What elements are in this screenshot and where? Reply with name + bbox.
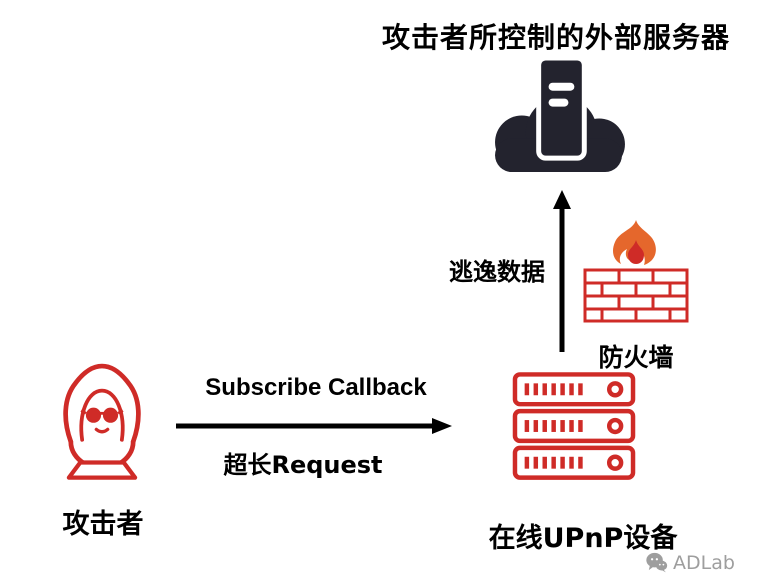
brick-wall (583, 268, 689, 323)
escape-data-label: 逃逸数据 (449, 258, 545, 286)
cloud-server-icon (495, 55, 625, 173)
firewall-icon (583, 220, 689, 323)
long-request-label: 超长Request (223, 451, 383, 479)
wechat-logo-icon (646, 552, 668, 573)
request-right-arrow (176, 418, 452, 434)
watermark-text: ADLab (673, 551, 735, 574)
subscribe-callback-label: Subscribe Callback (205, 374, 427, 401)
external-server-title: 攻击者所控制的外部服务器 (381, 21, 730, 54)
server-rack-icon (512, 372, 636, 480)
hacker-icon (63, 363, 141, 480)
watermark: ADLab (645, 551, 735, 574)
exfil-up-arrow (553, 190, 571, 352)
upnp-device-label: 在线UPnP设备 (488, 523, 678, 554)
firewall-label: 防火墙 (598, 343, 674, 372)
attacker-label: 攻击者 (62, 509, 144, 540)
flame-icon (613, 220, 656, 265)
